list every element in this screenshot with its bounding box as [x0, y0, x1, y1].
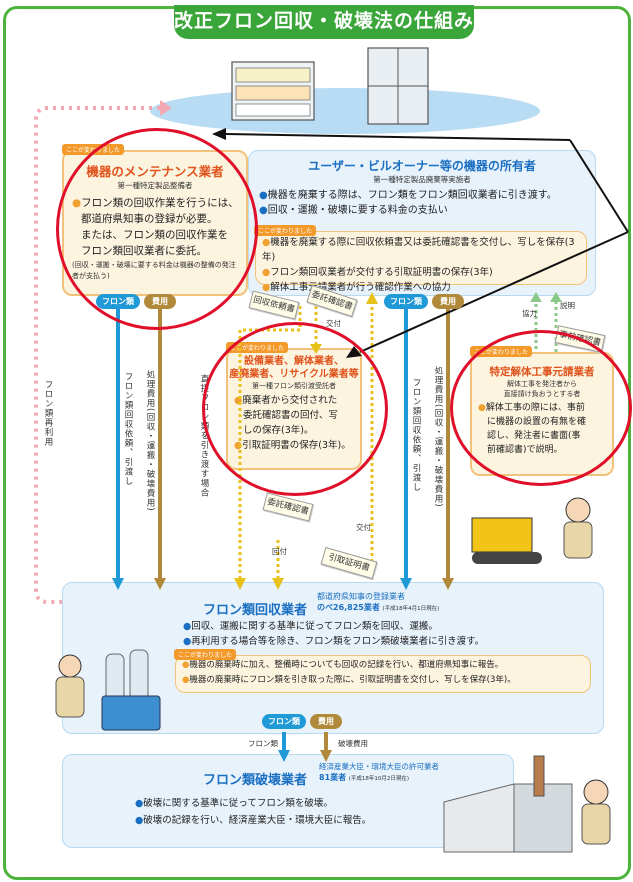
highlight-oval-contractor: [450, 330, 632, 486]
owner-changes-box: ここが変わりました ●機器を廃棄する際に回収依頼書又は委託確認書を交付し、写しを…: [254, 225, 587, 293]
reuse-label: フロン類再利用: [43, 380, 53, 447]
destroyer-box: フロン類破壊業者 経済産業大臣・環境大臣の許可業者 81業者 (平成18年10月…: [62, 754, 514, 848]
delivery-label-top: 交付: [326, 319, 341, 328]
collector-line-2: ●再利用する場合等を除き、フロン類をフロン類破壊業者に引き渡す。: [183, 636, 485, 647]
owner-box: ユーザー・ビルオーナー等の機器の所有者 第一種特定製品廃棄等実施者 ●機器を廃棄…: [248, 150, 596, 296]
collector-reg-1: 都道府県知事の登録業者: [317, 592, 405, 601]
excavator-illustration: [471, 497, 593, 564]
destroyer-reg-1: 経済産業大臣・環境大臣の許可業者: [319, 762, 439, 771]
freon-pill-owner: フロン類: [384, 294, 428, 309]
page-title: 改正フロン回収・破壊法の仕組み: [174, 5, 474, 39]
destroyer-title: フロン類破壊業者: [203, 773, 308, 788]
collector-box: フロン類回収業者 都道府県知事の登録業者 のべ26,825業者 (平成18年4月…: [62, 582, 604, 734]
collector-title: フロン類回収業者: [203, 603, 308, 618]
cost-left-label: 処理費用(回収・運搬・破壊費用): [145, 370, 155, 512]
collector-reg-note: (平成18年4月1日現在): [382, 606, 440, 612]
destroyer-line-1: ●破壊に関する基準に従ってフロン類を破壊。: [135, 798, 333, 809]
collector-line-1: ●回収、運搬に関する基準に従ってフロン類を回収、運搬。: [183, 621, 438, 632]
request-left-label: フロン類回収依頼、引渡し: [123, 372, 133, 486]
cost-pill-collector: 費用: [310, 714, 342, 729]
direct-label: 直接フロン類を引き渡す場合: [199, 374, 209, 498]
collector-change-2: ●機器の廃棄時にフロン類を引き取った際に、引取証明書を交付し、写しを保存(3年)…: [182, 675, 516, 685]
collector-change-1: ●機器の廃棄時に加え、整備時についても回収の記録を行い、都道府県知事に報告。: [182, 660, 504, 670]
circulate-label: 回付: [272, 547, 287, 556]
owner-line-2: ●回収・運搬・破壊に要する料金の支払い: [259, 205, 448, 216]
freon-pill-collector: フロン類: [262, 714, 306, 729]
delivery-label-bottom: 交付: [356, 523, 371, 532]
change-tag: ここが変わりました: [254, 225, 317, 236]
factory-illustration: [443, 755, 611, 853]
owner-subtitle: 第一種特定製品廃棄等実施者: [373, 175, 471, 184]
cooperate-label: 協力: [522, 309, 537, 318]
collector-changes-box: ここが変わりました ●機器の廃棄時に加え、整備時についても回収の記録を行い、都道…: [174, 649, 591, 693]
owner-change-3: ●解体工事元請業者が行う確認作業への協力: [262, 282, 451, 293]
destroyer-reg-note: (平成18年10月2日現在): [348, 776, 409, 782]
destroy-cost-label: 破壊費用: [338, 739, 368, 748]
highlight-oval-equipment: [202, 322, 388, 496]
destroyer-reg-2: 81業者: [319, 773, 347, 782]
destroyer-line-2: ●破壊の記録を行い、経済産業大臣・環境大臣に報告。: [135, 815, 372, 826]
change-tag: ここが変わりました: [174, 649, 237, 660]
explain-label: 説明: [560, 301, 575, 310]
highlight-oval-maintenance: [56, 128, 258, 330]
owner-change-1: ●機器を廃棄する際に回収依頼書又は委託確認書を交付し、写しを保存(3年): [262, 237, 575, 263]
cost-right-label: 処理費用(回収・運搬・破壊費用): [433, 366, 443, 508]
collector-worker-illustration: [55, 649, 161, 731]
owner-change-2: ●フロン類回収業者が交付する引取証明書の保存(3年): [262, 267, 493, 278]
freon-flow-label: フロン類: [248, 739, 278, 748]
collector-reg-2: のべ26,825業者: [317, 603, 380, 612]
cost-pill-owner: 費用: [432, 294, 464, 309]
owner-title: ユーザー・ビルオーナー等の機器の所有者: [308, 159, 536, 173]
sky-ellipse: [150, 88, 540, 134]
showcase-illustration: [231, 47, 429, 125]
request-right-label: フロン類回収依頼、引渡し: [411, 378, 421, 492]
owner-line-1: ●機器を廃棄する際は、フロン類をフロン類回収業者に引き渡す。: [259, 190, 557, 201]
